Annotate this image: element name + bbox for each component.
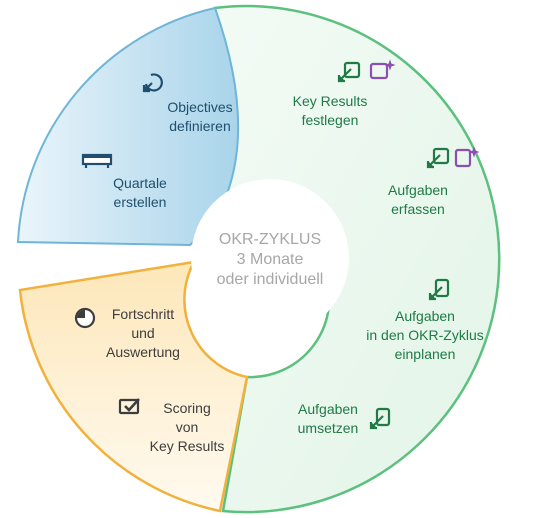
step-scoring-key-results: Scoring von Key Results xyxy=(149,400,225,454)
calendar-bar-icon xyxy=(81,153,113,168)
center-note: oder individuell xyxy=(216,271,324,288)
step-aufgaben-umsetzen: Aufgaben umsetzen xyxy=(297,401,359,436)
segment-planning xyxy=(16,6,240,247)
step-key-results-festlegen: Key Results festlegen xyxy=(292,93,368,128)
step-objectives-definieren: Objectives definieren xyxy=(167,99,233,134)
arrow-box-icon xyxy=(428,278,450,301)
center-title: OKR-ZYKLUS xyxy=(218,231,322,248)
step-aufgaben-erfassen: Aufgaben erfassen xyxy=(388,182,448,217)
center-duration: 3 Monate xyxy=(236,251,304,268)
arrow-box-icon xyxy=(337,61,361,83)
center-label: OKR-ZYKLUS 3 Monate oder individuell xyxy=(205,230,335,290)
target-arrow-icon xyxy=(142,73,163,93)
sparkle-box-icon xyxy=(454,146,480,168)
segment-review xyxy=(18,260,249,513)
step-aufgaben-einplanen: Aufgaben in den OKR-Zyklus einplanen xyxy=(366,308,484,362)
step-quartale-erstellen: Quartale erstellen xyxy=(113,175,167,210)
step-fortschritt-auswertung: Fortschritt und Auswertung xyxy=(106,306,180,360)
pie-progress-icon xyxy=(74,307,96,329)
center-hub xyxy=(191,179,349,337)
sparkle-box-icon xyxy=(369,59,396,80)
checkbox-check-icon xyxy=(118,398,140,415)
arrow-box-icon xyxy=(426,147,450,169)
arrow-box-icon xyxy=(369,407,391,430)
